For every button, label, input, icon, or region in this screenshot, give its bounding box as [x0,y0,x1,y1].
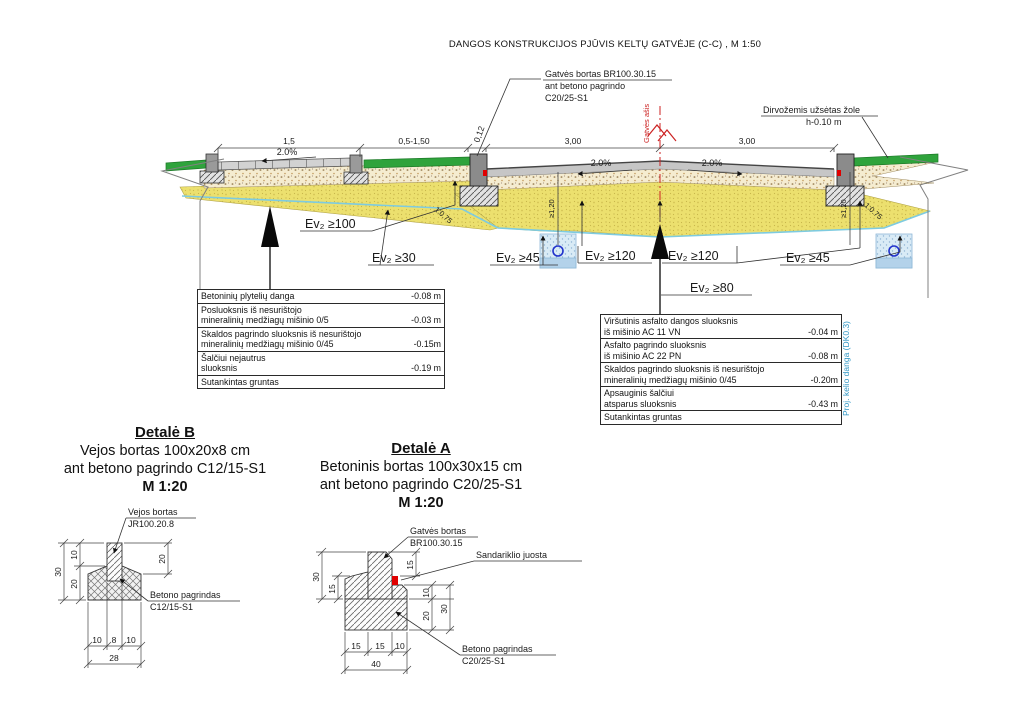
table-pointer-arrows [261,200,669,314]
ev120-right-label: Ev₂ ≥120 [668,249,719,263]
ev45-right-label: Ev₂ ≥45 [786,251,830,265]
layer-curbs [199,153,865,207]
da-seal-label: Sandariklio juosta [476,550,547,560]
detail-b-sub1: Vejos bortas 100x20x8 cm [79,443,251,459]
detail-b-figure: 30 10 20 20 10 8 10 28 Vejos bortas JR10… [53,507,240,669]
da-dim-b3: 10 [395,641,405,651]
sealant-strip [837,170,841,176]
db-dim-30: 30 [53,567,63,577]
db-dim-20l: 20 [69,579,79,589]
slope-mid-left: 2.0% [591,158,612,168]
db-dim-b3: 10 [126,635,136,645]
ev100-label: Ev₂ ≥100 [305,217,356,231]
detail-b-heading: Detalė B Vejos bortas 100x20x8 cm ant be… [35,424,295,496]
ev120-left-label: Ev₂ ≥120 [585,249,636,263]
dim-3-00-left: 3,00 [565,136,582,146]
da-dim-10: 10 [421,588,431,598]
da-curb-label1: Gatvės bortas [410,526,467,536]
da-base-label2: C20/25-S1 [462,656,505,666]
topsoil-callout-line2: h-0.10 m [806,117,842,127]
db-dim-20r: 20 [157,554,167,564]
detail-a-sub2: ant betono pagrindo C20/25-S1 [319,477,523,493]
sealant-strip [392,576,398,585]
da-curb-label2: BR100.30.15 [410,538,463,548]
db-dim-b1: 10 [92,635,102,645]
ev-labels: Ev₂ ≥100 Ev₂ ≥30 Ev₂ ≥45 Ev₂ ≥120 Ev₂ ≥1… [300,180,903,296]
dimension-line [213,143,839,160]
da-dim-30l: 30 [311,572,321,582]
da-dim-40: 40 [371,659,381,669]
da-dim-20: 20 [421,611,431,621]
layer-drains [539,233,913,269]
layer-earthworks [165,153,939,238]
break-line-right [899,156,969,298]
db-base-label1: Betono pagrindas [150,590,221,600]
drawing-title: DANGOS KONSTRUKCIJOS PJŪVIS KELTŲ GATVĖJ… [448,39,762,50]
drain-pipe-icon [552,245,564,257]
depth-left: ≥1,20 [547,199,556,218]
side-note-blue: Proj. kelio danga (DK0.3) [841,321,851,416]
detail-a-heading: Detalė A Betoninis bortas 100x30x15 cm a… [290,440,552,512]
curb-callout-line1: Gatvės bortas BR100.30.15 [545,69,656,79]
da-dim-30r: 30 [439,604,449,614]
table-row: Betoninių plytelių danga -0.08 m [201,291,441,301]
sealant-strip [483,170,487,176]
axis-mark-icon [647,124,677,142]
dim-3-00-right: 3,00 [739,136,756,146]
ev80-label: Ev₂ ≥80 [690,281,734,295]
db-dim-b2: 8 [112,635,117,645]
axis-label: Gatvės ašis [642,104,651,143]
detail-a-scale: M 1:20 [398,495,444,511]
curb-callout: Gatvės bortas BR100.30.15 ant betono pag… [476,69,672,157]
slope-left: 2.0% [277,147,298,157]
db-base-label2: C12/15-S1 [150,602,193,612]
db-curb-label2: JR100.20.8 [128,519,174,529]
depth-right: ≥1,20 [839,199,848,218]
detail-b-title: Detalė B [134,424,196,441]
table-row: Skaldos pagrindo sluoksnis iš nesurištoj… [601,362,841,386]
topsoil-callout-line1: Dirvožemis užsėtas žole [763,105,860,115]
break-line-left [160,158,225,294]
da-dim-15l: 15 [327,584,337,594]
table-row: Sutankintas gruntas [601,410,841,424]
curb-callout-line3: C20/25-S1 [545,93,588,103]
dim-0-12: 0,12 [471,124,486,143]
dim-1-5: 1,5 [283,136,295,146]
curb-callout-line2: ant betono pagrindo [545,81,625,91]
table-row: Sutankintas gruntas [198,374,444,389]
da-dim-15r: 15 [405,560,415,570]
ev45-left-label: Ev₂ ≥45 [496,251,540,265]
db-dim-10: 10 [69,550,79,560]
slope-labels: 2.0% 2.0% 2.0% [261,147,743,177]
da-base-label1: Betono pagrindas [462,644,533,654]
detail-b-scale: M 1:20 [142,479,188,495]
dim-0-5-1-50: 0,5-1,50 [398,136,429,146]
db-dim-28: 28 [109,653,119,663]
table-row: Skaldos pagrindo sluoksnis iš nesurištoj… [198,326,444,351]
layer-table-left: Betoninių plytelių danga -0.08 m Posluok… [197,289,445,389]
db-curb-label1: Vejos bortas [128,507,178,517]
detail-a-title: Detalė A [391,440,451,457]
topsoil-callout: Dirvožemis užsėtas žole h-0.10 m [761,105,889,159]
detail-b-sub2: ant betono pagrindo C12/15-S1 [63,461,267,477]
da-dim-b2: 15 [375,641,385,651]
drain-pipe-icon [888,245,900,257]
ev30-label: Ev₂ ≥30 [372,251,416,265]
detail-a-figure: 30 15 15 10 20 30 15 15 10 4 [311,526,582,675]
detail-a-sub1: Betoninis bortas 100x30x15 cm [319,459,523,475]
da-dim-b1: 15 [351,641,361,651]
slope-mid-right: 2.0% [702,158,723,168]
depth-dims: ≥1,20 ≥1,20 [547,172,851,245]
